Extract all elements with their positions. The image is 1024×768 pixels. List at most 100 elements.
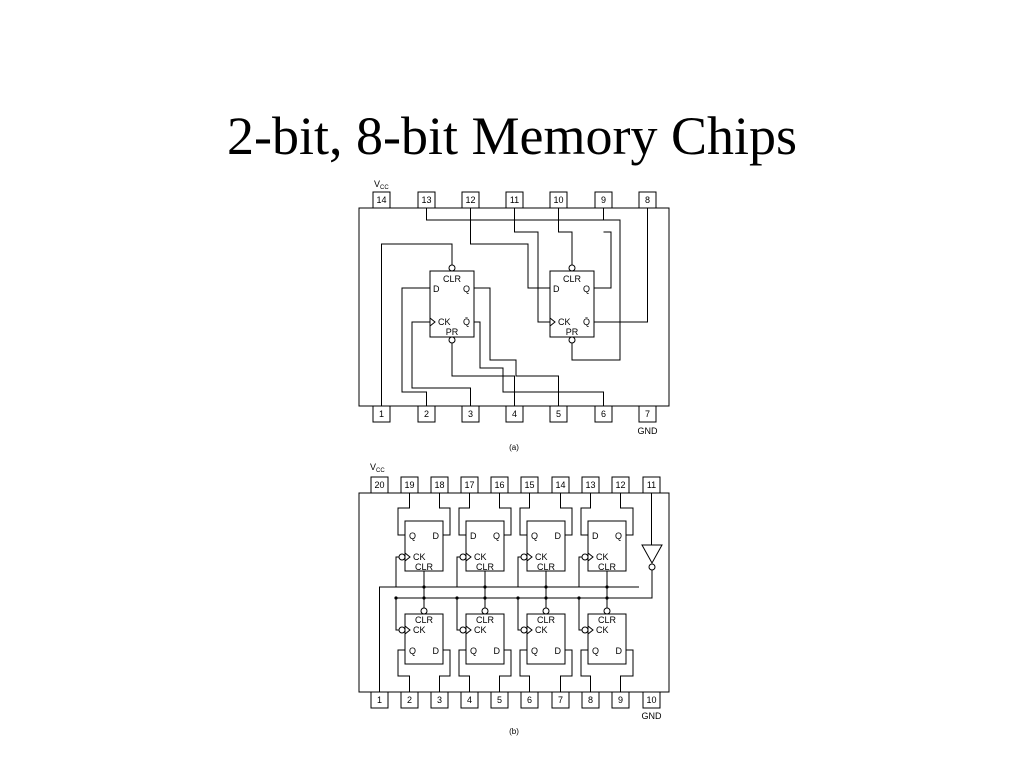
chip-b-upper-flip-flop-2: D Q CK CLR — [459, 520, 505, 572]
chip-a-top-pin: 10 — [549, 191, 568, 209]
svg-text:13: 13 — [421, 195, 431, 205]
svg-text:CK: CK — [535, 625, 548, 635]
svg-text:CK: CK — [474, 625, 487, 635]
svg-text:Q: Q — [463, 284, 470, 294]
svg-text:14: 14 — [555, 480, 565, 490]
chip-a-wires — [381, 208, 648, 406]
chip-b-bottom-pin: 5 — [490, 691, 509, 709]
chip-b-diagram: VCC 20 19 18 17 16 15 14 13 12 11 1 2 3 … — [358, 462, 670, 736]
svg-text:Q: Q — [470, 646, 477, 656]
svg-text:Q: Q — [583, 284, 590, 294]
svg-text:2: 2 — [407, 695, 412, 705]
svg-text:2: 2 — [424, 409, 429, 419]
svg-text:CLR: CLR — [476, 615, 495, 625]
svg-text:Q̄: Q̄ — [583, 317, 590, 327]
svg-text:D: D — [470, 531, 477, 541]
svg-text:CLR: CLR — [598, 562, 617, 572]
chip-a-bottom-pin: 6 — [594, 405, 613, 423]
chip-b-bottom-pin: 4 — [460, 691, 479, 709]
chip-b-lower-flip-flop-3: CLR CK Q D — [520, 607, 566, 665]
svg-text:7: 7 — [645, 409, 650, 419]
chip-a-bottom-pin: 7 — [638, 405, 657, 423]
svg-text:9: 9 — [601, 195, 606, 205]
svg-text:14: 14 — [376, 195, 386, 205]
svg-text:D: D — [592, 531, 599, 541]
chip-b-upper-flip-flop-3: Q D CK CLR — [520, 520, 566, 572]
svg-text:15: 15 — [524, 480, 534, 490]
chip-a-top-pin: 9 — [594, 191, 613, 209]
svg-text:6: 6 — [527, 695, 532, 705]
svg-text:Q: Q — [615, 531, 622, 541]
chip-b-upper-flip-flop-4: D Q CK CLR — [581, 520, 627, 572]
chip-a-flip-flop-2: CLR D Q CK Q̄ PR — [549, 264, 595, 344]
chip-a-package — [358, 207, 670, 407]
chip-b-lower-flip-flop-1: CLR CK Q D — [398, 607, 444, 665]
chip-a-top-pin: 12 — [461, 191, 480, 209]
svg-text:4: 4 — [467, 695, 472, 705]
chip-b-top-pins: 20 19 18 17 16 15 14 13 12 11 — [370, 476, 661, 494]
chip-a-top-pin: 14 — [372, 191, 391, 209]
chip-b-bottom-pin: 8 — [581, 691, 600, 709]
chip-b-top-pin: 17 — [460, 476, 479, 494]
svg-text:16: 16 — [494, 480, 504, 490]
svg-text:1: 1 — [377, 695, 382, 705]
chip-b-bottom-pin: 2 — [400, 691, 419, 709]
svg-text:13: 13 — [585, 480, 595, 490]
svg-text:CLR: CLR — [563, 274, 582, 284]
chip-a-top-pin: 13 — [417, 191, 436, 209]
chip-a-bottom-pin: 4 — [505, 405, 524, 423]
svg-text:CLR: CLR — [415, 562, 434, 572]
svg-text:10: 10 — [553, 195, 563, 205]
svg-text:1: 1 — [379, 409, 384, 419]
svg-text:D: D — [433, 531, 440, 541]
svg-text:CK: CK — [438, 317, 451, 327]
chip-a-bottom-pin: 3 — [461, 405, 480, 423]
svg-text:8: 8 — [588, 695, 593, 705]
svg-text:3: 3 — [437, 695, 442, 705]
svg-text:11: 11 — [510, 195, 519, 205]
svg-text:D: D — [553, 284, 560, 294]
svg-text:Q: Q — [531, 646, 538, 656]
svg-text:Q: Q — [409, 531, 416, 541]
svg-text:CLR: CLR — [598, 615, 617, 625]
svg-text:CK: CK — [596, 552, 609, 562]
chip-a-bottom-pin: 2 — [417, 405, 436, 423]
chip-b-bottom-pins: 1 2 3 4 5 6 7 8 9 10 — [370, 691, 661, 709]
svg-text:5: 5 — [497, 695, 502, 705]
chip-b-upper-flip-flop-1: Q D CK CLR — [398, 520, 444, 572]
svg-text:D: D — [555, 531, 562, 541]
chip-b-bottom-pin: 10 — [642, 691, 661, 709]
svg-text:Q: Q — [592, 646, 599, 656]
svg-text:12: 12 — [615, 480, 625, 490]
chip-b-top-pin: 11 — [642, 476, 661, 494]
svg-text:CK: CK — [474, 552, 487, 562]
chip-b-bottom-pin: 7 — [551, 691, 570, 709]
svg-text:D: D — [555, 646, 562, 656]
svg-text:D: D — [433, 284, 440, 294]
svg-text:D: D — [433, 646, 440, 656]
svg-text:6: 6 — [601, 409, 606, 419]
slide-title: 2-bit, 8-bit Memory Chips — [227, 106, 797, 166]
chip-a-top-pin: 11 — [505, 191, 524, 209]
svg-text:CK: CK — [535, 552, 548, 562]
chip-a-flip-flop-1: CLR D Q CK Q̄ PR — [429, 264, 475, 344]
svg-text:CK: CK — [413, 552, 426, 562]
chip-b-bottom-pin: 1 — [370, 691, 389, 709]
chip-a-diagram: VCC 14 13 12 11 10 9 8 1 2 3 4 5 6 7 GND… — [358, 179, 670, 452]
svg-text:9: 9 — [618, 695, 623, 705]
chip-b-top-pin: 19 — [400, 476, 419, 494]
svg-text:PR: PR — [446, 327, 459, 337]
chip-b-bottom-pin: 3 — [430, 691, 449, 709]
svg-text:Q: Q — [493, 531, 500, 541]
chip-b-vcc-label: VCC — [370, 462, 385, 474]
svg-text:8: 8 — [645, 195, 650, 205]
chip-a-vcc-label: VCC — [374, 179, 389, 191]
chip-b-wires — [379, 493, 653, 692]
chip-b-lower-flip-flop-4: CLR CK Q D — [581, 607, 627, 665]
chip-b-top-pin: 12 — [611, 476, 630, 494]
svg-text:PR: PR — [566, 327, 579, 337]
svg-text:11: 11 — [647, 480, 656, 490]
chip-b-gnd-label: GND — [642, 711, 663, 721]
svg-text:CK: CK — [558, 317, 571, 327]
